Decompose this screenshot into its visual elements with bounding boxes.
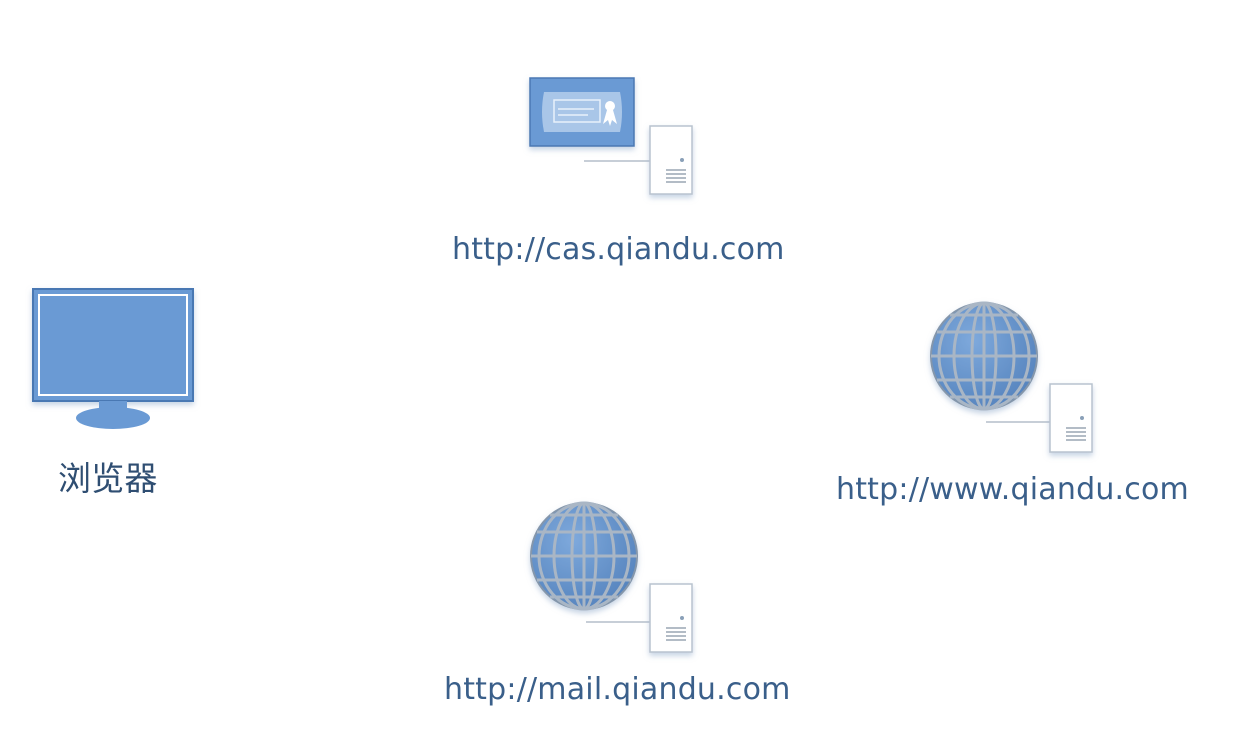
monitor-icon [32,288,194,429]
www-url-label: http://www.qiandu.com [836,472,1189,507]
cas-url-label: http://cas.qiandu.com [452,232,785,267]
globe-server-icon [530,501,693,653]
mail-url-label: http://mail.qiandu.com [444,672,791,707]
certificate-server-icon [529,77,693,195]
globe-server-icon [930,301,1093,453]
browser-node [30,286,200,436]
www-server-node [928,300,1108,460]
mail-server-node [528,500,708,660]
cas-server-node [528,76,708,206]
browser-label: 浏览器 [58,459,158,498]
